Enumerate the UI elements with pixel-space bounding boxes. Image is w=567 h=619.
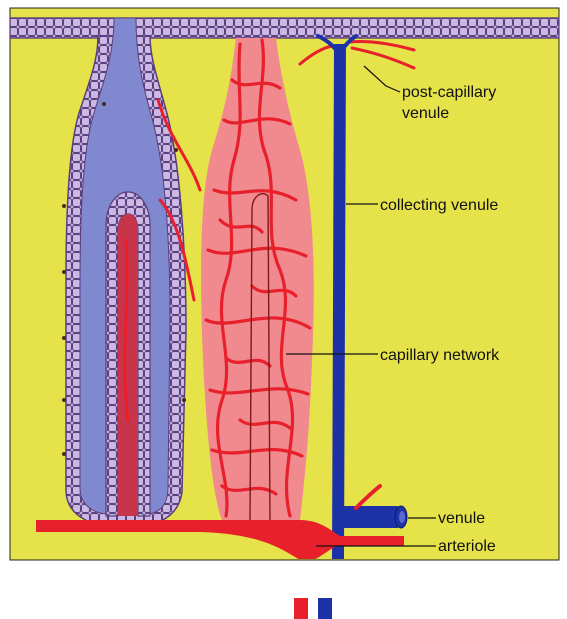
label-post-capillary-venule-2: venule	[402, 105, 449, 122]
label-venule: venule	[438, 510, 485, 527]
label-arteriole: arteriole	[438, 538, 496, 555]
label-post-capillary-venule-1: post-capillary	[402, 84, 496, 101]
venule-below	[318, 598, 332, 619]
venule-lumen	[399, 511, 405, 523]
collecting-venule	[332, 44, 346, 560]
surface-epithelium	[10, 18, 559, 38]
venule-vessel	[344, 506, 398, 528]
arteriole-below	[294, 598, 308, 619]
label-collecting-venule: collecting venule	[380, 197, 498, 214]
label-capillary-network: capillary network	[380, 347, 500, 364]
